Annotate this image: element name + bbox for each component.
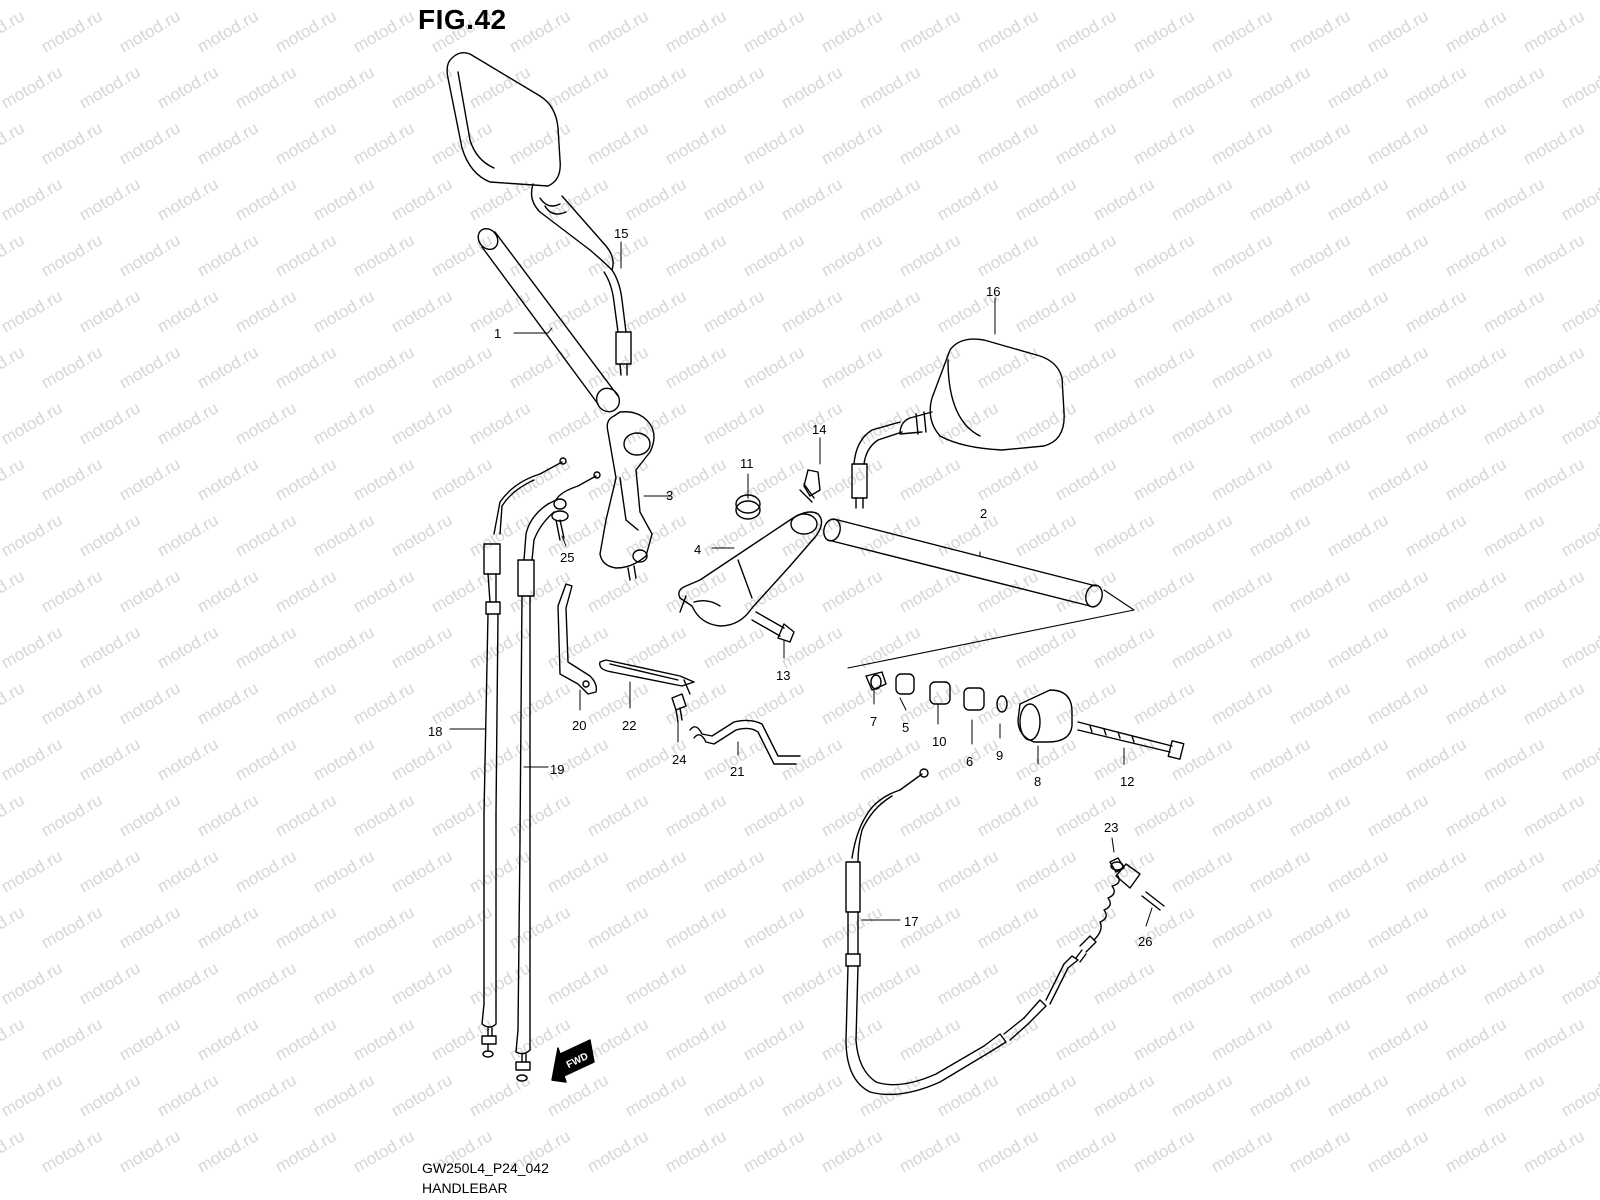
bar-end-bolt-part (1077, 721, 1185, 760)
callout-23: 23 (1104, 820, 1118, 835)
bracket-20-part (557, 583, 598, 695)
figure-title: FIG.42 (418, 4, 507, 35)
callout-2: 2 (980, 506, 987, 521)
callout-18: 18 (428, 724, 442, 739)
fwd-arrow-icon (551, 1039, 595, 1083)
screw-23-part (1109, 857, 1125, 873)
callout-4: 4 (694, 542, 701, 557)
bolt-24-part (671, 693, 687, 723)
grommet-part (735, 494, 761, 520)
callout-1: 1 (494, 326, 501, 341)
pin-26-part (1141, 891, 1165, 911)
bolt-13-part (751, 611, 795, 643)
callout-10: 10 (932, 734, 946, 749)
callout-15: 15 (614, 226, 628, 241)
cable-19-part (515, 471, 601, 1082)
callout-25: 25 (560, 550, 574, 565)
callout-20: 20 (572, 718, 586, 733)
holder-upper-part (599, 411, 655, 581)
callout-13: 13 (776, 668, 790, 683)
clamp-22-part (599, 659, 695, 695)
cable-18-part (481, 457, 567, 1058)
callout-19: 19 (550, 762, 564, 777)
callout-6: 6 (966, 754, 973, 769)
callout-17: 17 (904, 914, 918, 929)
callout-12: 12 (1120, 774, 1134, 789)
mirror-right-part (851, 338, 1065, 509)
screw-25-part (551, 510, 569, 541)
figure-name: HANDLEBAR (422, 1180, 508, 1196)
callout-24: 24 (672, 752, 686, 767)
callout-8: 8 (1034, 774, 1041, 789)
callout-16: 16 (986, 284, 1000, 299)
figure-code: GW250L4_P24_042 (422, 1160, 549, 1176)
callout-21: 21 (730, 764, 744, 779)
callout-14: 14 (812, 422, 826, 437)
callout-7: 7 (870, 714, 877, 729)
bar-end-weight-part (1017, 689, 1073, 743)
callout-labels: 1234567891011121314151617181920212223242… (428, 226, 1152, 949)
callout-leaders (449, 241, 1153, 927)
callout-9: 9 (996, 748, 1003, 763)
grip-right-part (823, 518, 1103, 608)
callout-26: 26 (1138, 934, 1152, 949)
wire-clip-21-part (689, 719, 801, 765)
callout-11: 11 (740, 456, 754, 471)
bar-end-inner-parts (865, 671, 1008, 713)
callout-22: 22 (622, 718, 636, 733)
mirror-left-part (446, 51, 632, 376)
cable-17-part (845, 768, 1141, 1096)
callout-5: 5 (902, 720, 909, 735)
bolt-14-part (799, 469, 821, 503)
callout-3: 3 (666, 488, 673, 503)
grip-left-part (477, 227, 621, 413)
holder-lower-part (678, 511, 823, 627)
